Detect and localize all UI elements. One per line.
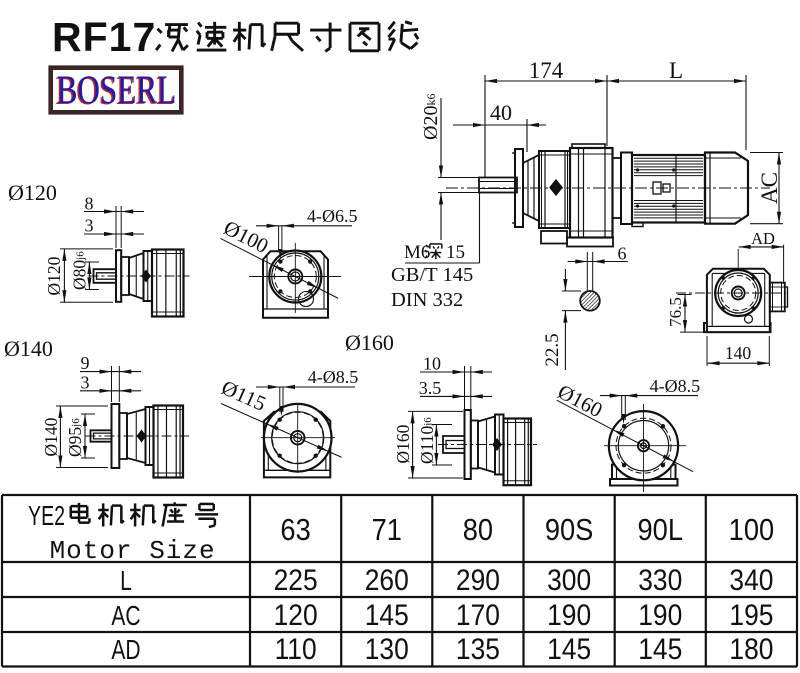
svg-text:L: L <box>120 566 132 597</box>
svg-text:Ø120: Ø120 <box>44 256 64 295</box>
svg-text:L: L <box>669 58 683 83</box>
svg-text:330: 330 <box>638 562 682 596</box>
svg-text:Motor Size: Motor Size <box>50 536 216 566</box>
svg-text:M6: M6 <box>404 242 430 263</box>
svg-text:225: 225 <box>274 562 318 596</box>
svg-text:100: 100 <box>729 513 775 547</box>
svg-text:180: 180 <box>729 631 773 665</box>
svg-text:22.5: 22.5 <box>542 333 563 366</box>
svg-text:9: 9 <box>81 353 90 373</box>
svg-text:4-Ø6.5: 4-Ø6.5 <box>307 206 358 226</box>
svg-text:145: 145 <box>365 597 409 631</box>
svg-text:Ø160: Ø160 <box>393 424 413 463</box>
svg-text:Ø160: Ø160 <box>345 330 394 355</box>
svg-text:6: 6 <box>618 244 627 264</box>
svg-text:110: 110 <box>275 631 317 665</box>
svg-text:145: 145 <box>547 631 591 665</box>
svg-text:190: 190 <box>638 597 682 631</box>
svg-text:135: 135 <box>456 631 500 665</box>
svg-text:190: 190 <box>547 597 591 631</box>
svg-text:80: 80 <box>463 513 493 547</box>
svg-text:BOSERL: BOSERL <box>55 68 175 113</box>
svg-text:GB/T 145: GB/T 145 <box>391 264 473 286</box>
svg-text:4-Ø8.5: 4-Ø8.5 <box>650 376 701 396</box>
svg-text:195: 195 <box>729 597 773 631</box>
svg-text:90S: 90S <box>545 513 594 547</box>
svg-text:Ø120: Ø120 <box>8 180 57 205</box>
svg-text:8: 8 <box>85 194 94 214</box>
svg-text:174: 174 <box>529 58 564 83</box>
svg-text:10: 10 <box>423 354 441 374</box>
svg-text:YE2: YE2 <box>28 501 65 532</box>
svg-text:290: 290 <box>456 562 500 596</box>
svg-text:63: 63 <box>280 513 310 547</box>
svg-text:4-Ø8.5: 4-Ø8.5 <box>308 367 359 387</box>
svg-text:BOSERL: BOSERL <box>57 67 177 112</box>
svg-text:DIN 332: DIN 332 <box>391 289 463 311</box>
svg-text:AD: AD <box>751 229 775 248</box>
svg-text:300: 300 <box>547 562 591 596</box>
svg-text:140: 140 <box>725 343 752 363</box>
svg-text:AC: AC <box>111 601 140 632</box>
svg-text:Ø140: Ø140 <box>41 417 61 456</box>
svg-text:3: 3 <box>81 373 90 393</box>
svg-text:76.5: 76.5 <box>666 297 685 327</box>
svg-text:Ø80j6: Ø80j6 <box>70 251 90 290</box>
svg-text:Ø20k6: Ø20k6 <box>420 94 442 140</box>
svg-text:AC: AC <box>757 172 782 204</box>
svg-text:AD: AD <box>111 635 140 666</box>
svg-text:15: 15 <box>446 242 465 263</box>
svg-text:RF17: RF17 <box>52 14 156 60</box>
svg-text:Ø95j6: Ø95j6 <box>65 418 85 457</box>
svg-text:71: 71 <box>372 513 402 547</box>
svg-text:130: 130 <box>365 631 409 665</box>
svg-text:Ø140: Ø140 <box>4 336 53 361</box>
svg-text:Ø110j6: Ø110j6 <box>417 417 437 464</box>
svg-text:260: 260 <box>365 562 409 596</box>
svg-text:40: 40 <box>490 100 512 125</box>
svg-text:170: 170 <box>456 597 500 631</box>
svg-text:340: 340 <box>729 562 773 596</box>
svg-text:3: 3 <box>85 216 94 236</box>
svg-text:3.5: 3.5 <box>419 378 442 398</box>
svg-text:145: 145 <box>638 631 682 665</box>
svg-text:90L: 90L <box>637 513 683 547</box>
svg-text:120: 120 <box>274 597 318 631</box>
